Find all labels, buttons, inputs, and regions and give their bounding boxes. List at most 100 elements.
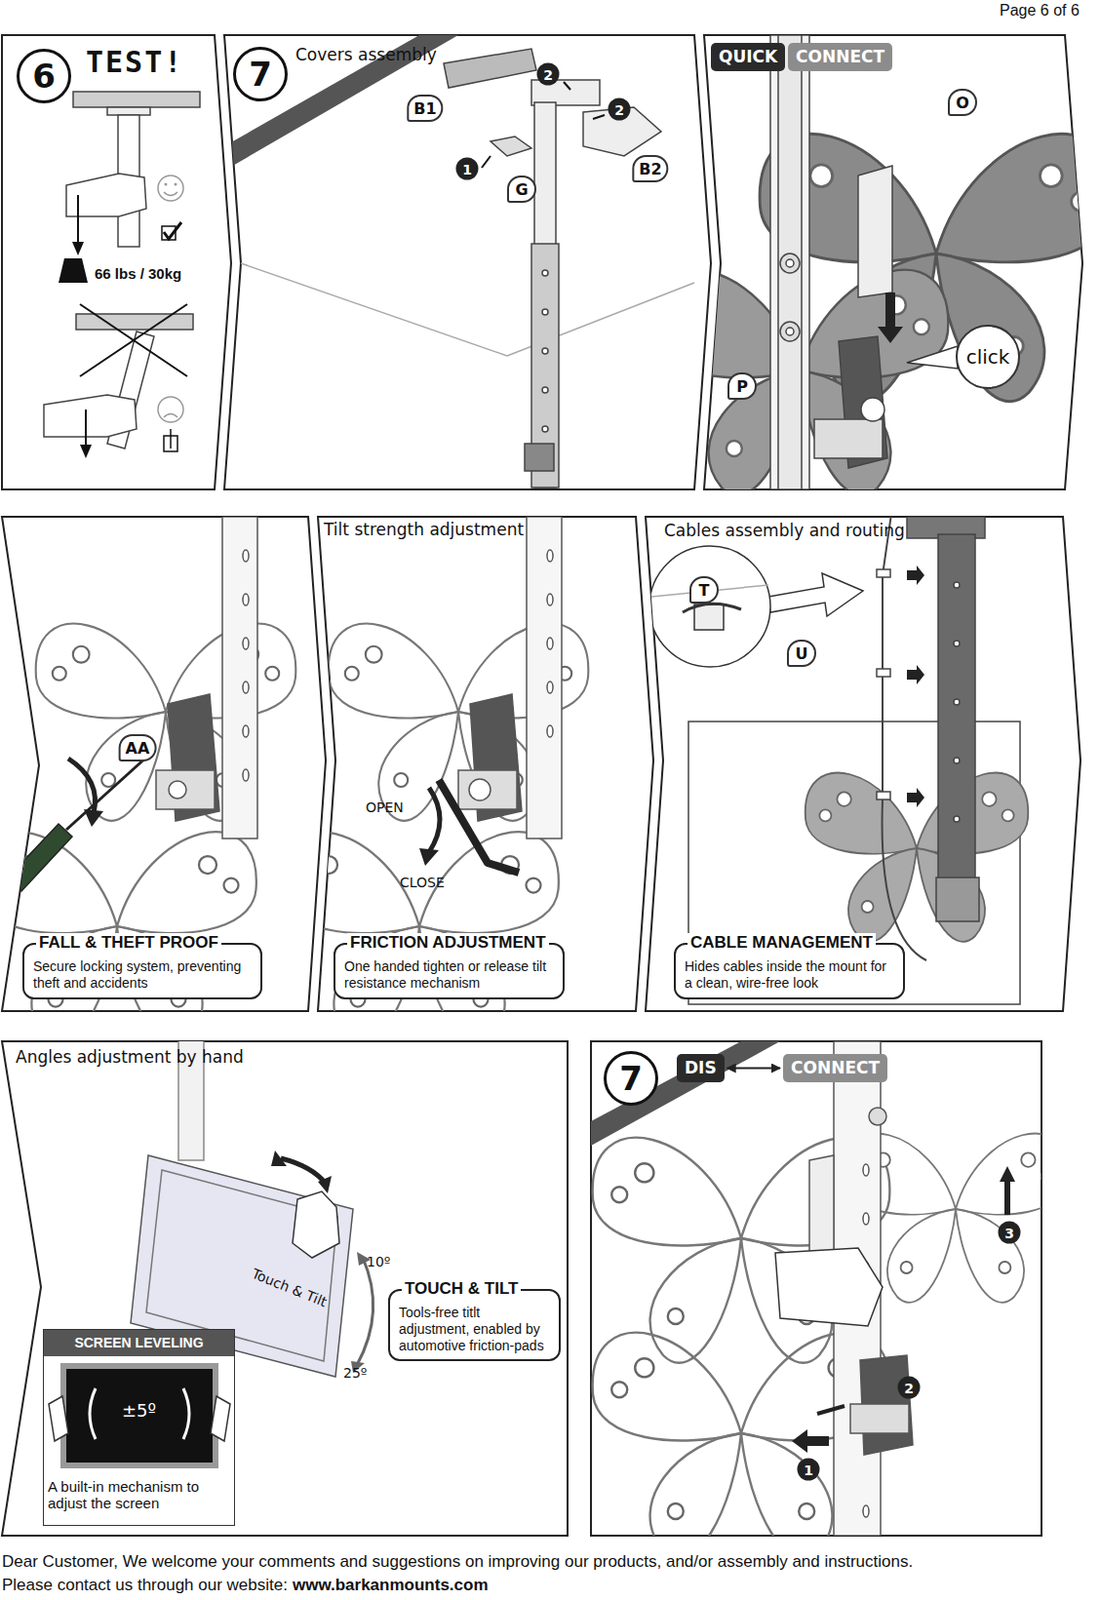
direction-label: CLOSE bbox=[399, 874, 445, 891]
hand-label: Touch & Tilt bbox=[249, 1265, 329, 1310]
footer-text: Please contact us through our website: bbox=[1, 1575, 288, 1596]
callout-number: 2 bbox=[608, 98, 631, 121]
pull-test-art bbox=[163, 414, 178, 419]
node-label: B2 bbox=[638, 159, 662, 179]
disconnect-art bbox=[791, 1429, 829, 1454]
caption-text: A built-in mechanism to adjust the scree… bbox=[47, 1478, 231, 1513]
pull-test-art bbox=[169, 429, 172, 449]
friction-art bbox=[547, 637, 553, 650]
covers-assembly-art bbox=[542, 426, 549, 433]
quick-connect-art bbox=[770, 35, 810, 490]
quick-connect-art bbox=[814, 419, 883, 459]
friction-art bbox=[429, 787, 440, 853]
step-title: TEST! bbox=[85, 44, 184, 79]
covers-assembly-art bbox=[563, 81, 571, 90]
panel-title: Tilt strength adjustment bbox=[323, 519, 524, 540]
node-label: P bbox=[736, 377, 748, 396]
load-rating: 66 lbs / 30kg bbox=[94, 265, 182, 282]
tilt-art bbox=[271, 1150, 287, 1167]
lock-screw-art bbox=[68, 758, 96, 814]
friction-art bbox=[419, 848, 439, 866]
feature-heading: FALL & THEFT PROOF bbox=[36, 933, 222, 953]
tilt-art bbox=[292, 1191, 340, 1258]
tilt-art bbox=[280, 1158, 326, 1184]
node-label: B1 bbox=[413, 99, 436, 118]
covers-assembly-art bbox=[240, 263, 508, 356]
pull-test-art bbox=[174, 183, 178, 187]
friction-art bbox=[547, 725, 553, 738]
cable-art bbox=[953, 640, 960, 647]
node-label: click bbox=[966, 345, 1011, 369]
cable-art bbox=[876, 791, 891, 800]
tilt-art bbox=[356, 1257, 374, 1366]
disconnect-art bbox=[775, 1248, 883, 1327]
covers-assembly-art bbox=[524, 443, 554, 472]
cable-art bbox=[649, 507, 1028, 1005]
covers-assembly-art bbox=[592, 115, 605, 119]
panel-frames bbox=[1, 516, 326, 1012]
disconnect-art bbox=[590, 1041, 781, 1146]
website: www.barkanmounts.com bbox=[292, 1575, 489, 1596]
part-callout: O bbox=[947, 88, 978, 117]
feature-box: CABLE MANAGEMENTHides cables inside the … bbox=[673, 942, 905, 1000]
feature-badge: CONNECT bbox=[787, 42, 893, 72]
node-label: T bbox=[699, 581, 710, 600]
node-label: CONNECT bbox=[795, 42, 885, 72]
cable-art bbox=[953, 816, 960, 823]
lock-screw-art bbox=[222, 516, 258, 839]
node-label: 2 bbox=[614, 101, 625, 118]
screen-leveling-box: SCREEN LEVELING±5ºA built-in mechanism t… bbox=[42, 1329, 236, 1527]
feature-badge: QUICK bbox=[710, 42, 786, 72]
pull-test-art bbox=[164, 183, 168, 187]
friction-art bbox=[526, 516, 562, 839]
cable-art bbox=[938, 534, 976, 917]
cable-art bbox=[682, 603, 742, 613]
direction-label: OPEN bbox=[365, 799, 404, 816]
covers-assembly-art bbox=[443, 48, 537, 88]
cable-art bbox=[906, 665, 925, 685]
page-number: Page 6 of 6 bbox=[999, 1, 1080, 20]
friction-art bbox=[547, 593, 553, 606]
covers-assembly-art bbox=[490, 136, 532, 157]
disconnect-art bbox=[863, 1164, 869, 1177]
pull-test-art bbox=[77, 195, 79, 244]
feature-text: Tools-free titlt adjustment, enabled by … bbox=[398, 1304, 550, 1354]
cable-art bbox=[906, 565, 925, 586]
friction-art bbox=[279, 831, 559, 1044]
cable-art bbox=[876, 569, 891, 578]
feature-heading: FRICTION ADJUSTMENT bbox=[347, 933, 550, 953]
cable-art bbox=[953, 699, 960, 706]
angle-value: ±5º bbox=[43, 1400, 235, 1421]
part-callout: U bbox=[786, 639, 817, 668]
friction-art bbox=[279, 516, 589, 1044]
lock-screw-art bbox=[242, 769, 249, 782]
friction-art bbox=[438, 780, 519, 873]
speech-bubble: click bbox=[955, 324, 1021, 390]
lock-screw-art bbox=[242, 637, 249, 650]
pull-test-art bbox=[107, 107, 151, 116]
feature-text: Secure locking system, preventing theft … bbox=[33, 958, 252, 992]
disconnect-art bbox=[590, 1041, 1042, 1536]
node-label: G bbox=[514, 180, 528, 199]
pull-test-art bbox=[58, 258, 88, 283]
covers-assembly-art bbox=[224, 35, 459, 171]
callout-number: 1 bbox=[456, 157, 479, 181]
lock-screw-art bbox=[0, 516, 296, 1044]
step-number: 7 bbox=[233, 46, 288, 102]
part-callout: G bbox=[507, 175, 537, 203]
cable-art bbox=[694, 604, 724, 630]
node-label: 1 bbox=[462, 160, 472, 177]
footer-text: Dear Customer, We welcome your comments … bbox=[1, 1552, 913, 1572]
pull-test-art bbox=[72, 241, 84, 256]
tilt-art bbox=[48, 1396, 69, 1442]
lock-screw-art bbox=[7, 824, 73, 892]
covers-assembly-art bbox=[542, 387, 549, 393]
quick-connect-art bbox=[885, 292, 896, 327]
disconnect-art bbox=[850, 1404, 909, 1434]
feature-text: Hides cables inside the mount for a clea… bbox=[684, 958, 895, 992]
panel-frames bbox=[1, 1041, 568, 1536]
angle-label: 25º bbox=[343, 1365, 367, 1381]
tilt-art bbox=[183, 1388, 190, 1440]
disconnect-art bbox=[863, 1213, 869, 1225]
